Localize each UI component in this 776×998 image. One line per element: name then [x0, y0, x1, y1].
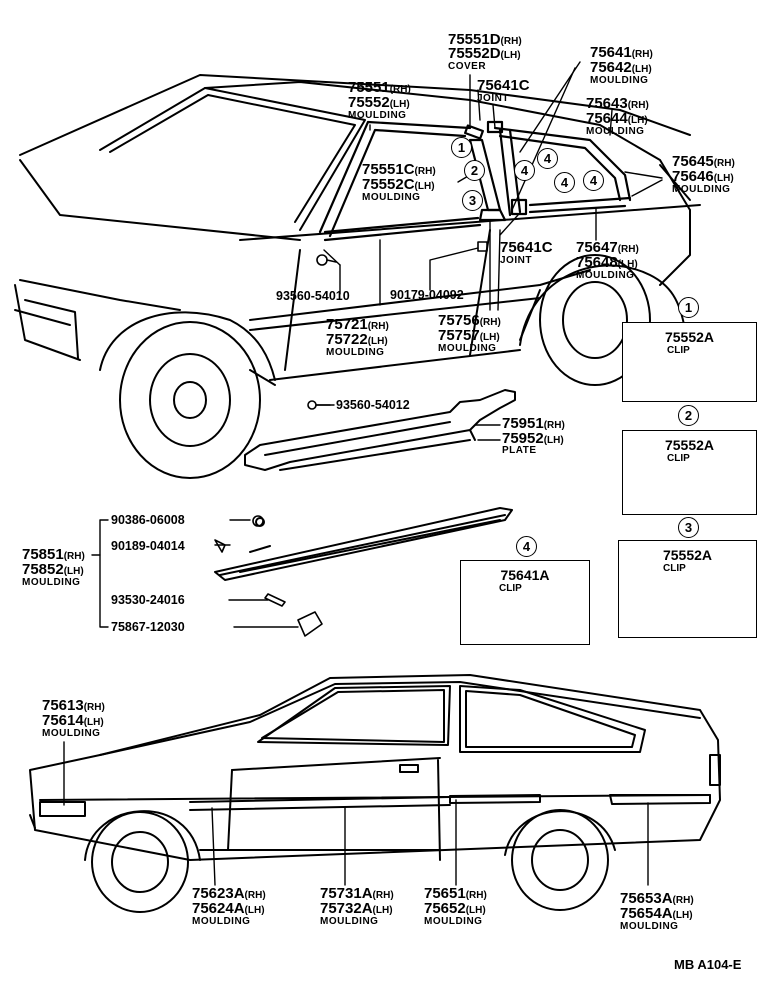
label-75552C: 75552C(LH) — [362, 176, 435, 193]
label-75867-12030: 75867-12030 — [111, 620, 185, 634]
label-75732A: 75732A(LH) — [320, 900, 393, 917]
detail-3-desc: CLIP — [663, 563, 686, 574]
label-75951: 75951(RH) — [502, 415, 565, 432]
label-93560-54010: 93560-54010 — [276, 289, 350, 303]
label-93530-24016: 93530-24016 — [111, 593, 185, 607]
detail-3-number: 3 — [678, 517, 699, 538]
label-moulding-n: MOULDING — [620, 921, 679, 932]
detail-2-number: 2 — [678, 405, 699, 426]
label-75551: 75551(RH) — [348, 79, 411, 96]
callout-4c: 4 — [554, 172, 575, 193]
label-75643: 75643(RH) — [586, 95, 649, 112]
label-75614: 75614(LH) — [42, 712, 104, 729]
label-moulding-k: MOULDING — [192, 916, 251, 927]
label-75641: 75641(RH) — [590, 44, 653, 61]
plate-leader-lines — [315, 404, 501, 441]
label-moulding-f: MOULDING — [576, 270, 635, 281]
detail-4-number: 4 — [516, 536, 537, 557]
label-90179-04092: 90179-04092 — [390, 288, 464, 302]
upper-car-body — [14, 74, 701, 479]
label-75647: 75647(RH) — [576, 239, 639, 256]
label-moulding-c: MOULDING — [586, 126, 645, 137]
label-joint-mid: JOINT — [500, 255, 532, 266]
label-75641C-top: 75641C — [477, 77, 530, 94]
callout-4b: 4 — [537, 148, 558, 169]
callout-2: 2 — [464, 160, 485, 181]
label-moulding-d: MOULDING — [672, 184, 731, 195]
lower-car-body — [29, 674, 721, 913]
label-moulding-h: MOULDING — [438, 343, 497, 354]
detail-2-desc: CLIP — [667, 453, 690, 464]
rocker-plate — [244, 389, 516, 471]
label-75952: 75952(LH) — [502, 430, 564, 447]
label-75721: 75721(RH) — [326, 316, 389, 333]
callout-3: 3 — [462, 190, 483, 211]
label-moulding-a: MOULDING — [590, 75, 649, 86]
label-moulding-l: MOULDING — [320, 916, 379, 927]
side-moulding-strip — [214, 507, 513, 581]
label-93560-54012: 93560-54012 — [336, 398, 410, 412]
label-75645: 75645(RH) — [672, 153, 735, 170]
detail-box-4: 75641A CLIP — [460, 560, 590, 645]
detail-box-3: 75552A CLIP — [618, 540, 757, 638]
detail-4-part: 75641A — [500, 567, 550, 583]
upper-window-mouldings — [318, 120, 632, 242]
label-75653A: 75653A(RH) — [620, 890, 694, 907]
detail-2-part: 75552A — [664, 437, 715, 453]
upper-leader-lines — [323, 61, 663, 311]
label-cover: COVER — [448, 61, 487, 72]
label-75623A: 75623A(RH) — [192, 885, 266, 902]
callout-1: 1 — [451, 137, 472, 158]
detail-4-desc: CLIP — [499, 583, 522, 594]
detail-1-number: 1 — [678, 297, 699, 318]
label-90189-04014: 90189-04014 — [111, 539, 185, 553]
label-moulding-m: MOULDING — [424, 916, 483, 927]
label-75756: 75756(RH) — [438, 312, 501, 329]
lower-leader-lines — [63, 741, 649, 886]
label-75552D: 75552D(LH) — [448, 45, 521, 62]
diagram-code: MB A104-E — [674, 957, 742, 972]
label-moulding-i: MOULDING — [22, 577, 81, 588]
label-75652: 75652(LH) — [424, 900, 486, 917]
detail-box-2: 75552A CLIP — [622, 430, 757, 515]
label-joint-top: JOINT — [477, 93, 509, 104]
label-75613: 75613(RH) — [42, 697, 105, 714]
label-75851: 75851(RH) — [22, 546, 85, 563]
label-75731A: 75731A(RH) — [320, 885, 394, 902]
label-75642: 75642(LH) — [590, 59, 652, 76]
label-75757: 75757(LH) — [438, 327, 500, 344]
detail-3-part: 75552A — [662, 547, 713, 563]
label-75646: 75646(LH) — [672, 168, 734, 185]
label-75551D: 75551D(RH) — [448, 31, 522, 48]
label-75624A: 75624A(LH) — [192, 900, 265, 917]
label-75852: 75852(LH) — [22, 561, 84, 578]
detail-1-part: 75552A — [664, 329, 715, 345]
moulding-bracket-lines — [91, 519, 299, 628]
label-moulding-b: MOULDING — [348, 110, 407, 121]
small-fasteners — [214, 515, 323, 637]
label-moulding-j: MOULDING — [42, 728, 101, 739]
label-75552: 75552(LH) — [348, 94, 410, 111]
detail-box-1: 75552A CLIP — [622, 322, 757, 402]
label-75648: 75648(LH) — [576, 254, 638, 271]
label-75551C: 75551C(RH) — [362, 161, 436, 178]
detail-1-desc: CLIP — [667, 345, 690, 356]
label-90386-06008: 90386-06008 — [111, 513, 185, 527]
label-moulding-e: MOULDING — [362, 192, 421, 203]
callout-4d: 4 — [583, 170, 604, 191]
callout-4a: 4 — [514, 160, 535, 181]
label-75722: 75722(LH) — [326, 331, 388, 348]
label-moulding-g: MOULDING — [326, 347, 385, 358]
label-plate: PLATE — [502, 445, 537, 456]
label-75644: 75644(LH) — [586, 110, 648, 127]
label-75654A: 75654A(LH) — [620, 905, 693, 922]
label-75641C-mid: 75641C — [500, 239, 553, 256]
label-75651: 75651(RH) — [424, 885, 487, 902]
